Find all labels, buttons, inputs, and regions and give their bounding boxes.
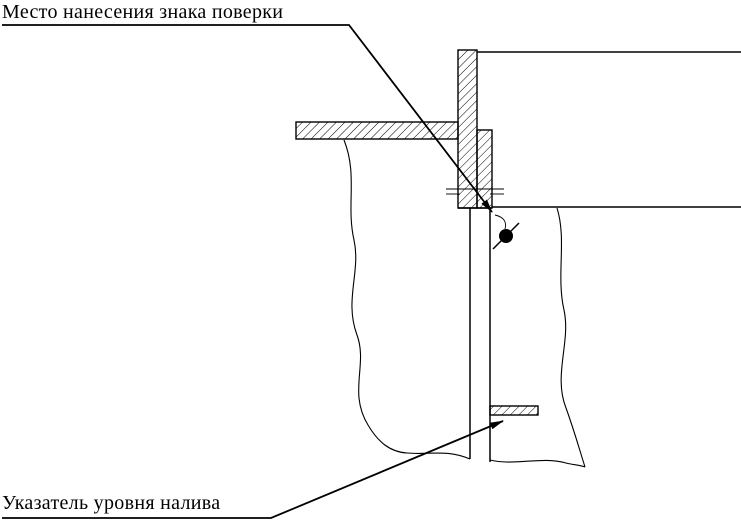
leader-fill-level: [2, 420, 504, 519]
fill-level-indicator-bracket: [489, 405, 539, 416]
break-line-left: [343, 139, 471, 460]
label-fill-level: Указатель уровня налива: [2, 492, 221, 514]
verification-seal-dot: [499, 229, 513, 243]
leader-verification-mark: [2, 24, 493, 213]
seal-wire-curl: [494, 214, 506, 230]
neck-wall-section: [457, 49, 478, 209]
label-verification-mark: Место нанесения знака поверки: [2, 1, 284, 23]
break-line-right: [556, 207, 586, 468]
break-line-bottom: [489, 459, 586, 468]
